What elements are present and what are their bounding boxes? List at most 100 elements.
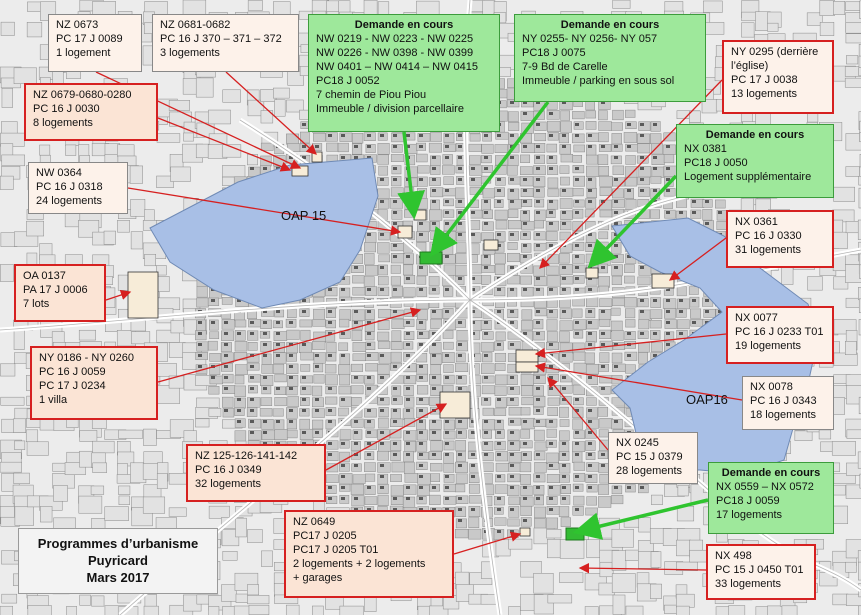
label-nz0681[interactable]: NZ 0681-0682 PC 16 J 370 – 371 – 372 3 l…	[152, 14, 299, 72]
parcel	[482, 188, 495, 199]
label-nz0649[interactable]: NZ 0649 PC17 J 0205 PC17 J 0205 T01 2 lo…	[284, 510, 454, 598]
demande-box-nx0381[interactable]: Demande en cours NX 0381 PC18 J 0050 Log…	[676, 124, 834, 198]
parcel	[547, 177, 559, 189]
building	[367, 409, 371, 412]
parcel	[351, 363, 364, 372]
parcel	[559, 165, 570, 174]
parcel	[858, 298, 861, 313]
parcel	[494, 385, 507, 396]
parcel	[521, 309, 533, 320]
parcel	[858, 605, 861, 615]
parcel	[430, 308, 443, 319]
demande-box-nw[interactable]: Demande en cours NW 0219 - NW 0223 - NW …	[308, 14, 500, 132]
parcel	[417, 165, 430, 174]
building	[640, 266, 644, 269]
parcel	[676, 593, 695, 608]
parcel	[573, 319, 587, 330]
building	[510, 530, 514, 533]
parcel	[546, 155, 558, 164]
parcel	[324, 364, 337, 374]
building	[523, 189, 527, 192]
label-nx0077[interactable]: NX 0077 PC 16 J 0233 T01 19 logements	[726, 306, 834, 364]
parcel	[377, 176, 389, 186]
building	[484, 354, 488, 357]
parcel-ref: NZ 0679-0680-0280	[33, 89, 132, 101]
parcel	[234, 341, 248, 352]
parcel	[637, 133, 650, 144]
label-nx0078[interactable]: NX 0078 PC 16 J 0343 18 logements	[742, 376, 834, 430]
unit-count: 2 logements + 2 logements	[293, 558, 426, 570]
parcel	[300, 329, 311, 341]
parcel	[168, 99, 190, 111]
parcel	[573, 461, 586, 471]
parcel	[858, 319, 861, 336]
label-nz0679[interactable]: NZ 0679-0680-0280 PC 16 J 0030 8 logemen…	[24, 83, 158, 141]
parcel	[339, 429, 352, 441]
parcel	[40, 506, 53, 523]
demande-box-ny[interactable]: Demande en cours NY 0255- NY 0256- NY 05…	[514, 14, 706, 102]
parcel	[495, 397, 507, 408]
building	[588, 189, 592, 192]
unit-count: 31 logements	[735, 244, 802, 256]
parcel	[493, 408, 507, 416]
parcel	[247, 154, 258, 166]
label-oa0137[interactable]: OA 0137 PA 17 J 0006 7 lots	[14, 264, 106, 322]
label-nx0361[interactable]: NX 0361 PC 16 J 0330 31 logements	[726, 210, 834, 268]
label-ny0186[interactable]: NY 0186 - NY 0260 PC 16 J 0059 PC 17 J 0…	[30, 346, 158, 420]
parcel	[247, 99, 265, 117]
label-nx0245[interactable]: NX 0245 PC 15 J 0379 28 logements	[608, 432, 698, 484]
building	[393, 211, 397, 214]
parcel	[521, 397, 534, 406]
parcel	[520, 407, 531, 416]
parcel	[168, 473, 187, 485]
building	[445, 244, 449, 247]
parcel	[390, 485, 404, 497]
parcel	[495, 231, 506, 242]
parcel	[274, 99, 286, 117]
building	[419, 497, 423, 500]
parcel	[378, 417, 389, 429]
parcel	[403, 484, 417, 495]
parcel	[663, 154, 675, 164]
parcel	[118, 485, 131, 495]
demande-box-nx0559[interactable]: Demande en cours NX 0559 – NX 0572 PC18 …	[708, 462, 834, 534]
building	[575, 200, 579, 203]
parcel	[611, 122, 623, 131]
building	[406, 387, 410, 390]
label-nx498[interactable]: NX 498 PC 15 J 0450 T01 33 logements	[706, 544, 816, 600]
label-nw0364[interactable]: NW 0364 PC 16 J 0318 24 logements	[28, 162, 128, 214]
building	[510, 288, 514, 291]
building	[640, 299, 644, 302]
parcel	[845, 133, 861, 151]
label-ny0295[interactable]: NY 0295 (derrière l’église) PC 17 J 0038…	[722, 40, 834, 114]
label-nz0673[interactable]: NZ 0673 PC 17 J 0089 1 logement	[48, 14, 142, 72]
parcel	[0, 21, 15, 36]
building	[250, 365, 254, 368]
building	[575, 442, 579, 445]
parcel	[494, 517, 507, 526]
parcel	[442, 165, 455, 175]
label-nz125[interactable]: NZ 125-126-141-142 PC 16 J 0349 32 logem…	[186, 444, 326, 502]
parcel	[663, 132, 676, 142]
parcel	[455, 461, 468, 473]
parcel	[831, 484, 846, 496]
parcel	[468, 483, 480, 494]
parcel	[416, 265, 428, 276]
parcel	[859, 154, 861, 173]
parcel	[0, 605, 13, 615]
parcel	[612, 298, 625, 307]
building	[497, 398, 501, 401]
parcel	[0, 461, 22, 473]
building	[510, 310, 514, 313]
building	[679, 310, 683, 313]
red-arrow	[157, 307, 422, 383]
building	[445, 354, 449, 357]
parcel	[247, 529, 263, 543]
parcel	[248, 604, 270, 615]
parcel-ref: NZ 0681-0682	[160, 19, 231, 31]
parcel	[234, 375, 245, 385]
parcel	[572, 406, 584, 419]
building	[458, 376, 462, 379]
building	[380, 233, 384, 236]
